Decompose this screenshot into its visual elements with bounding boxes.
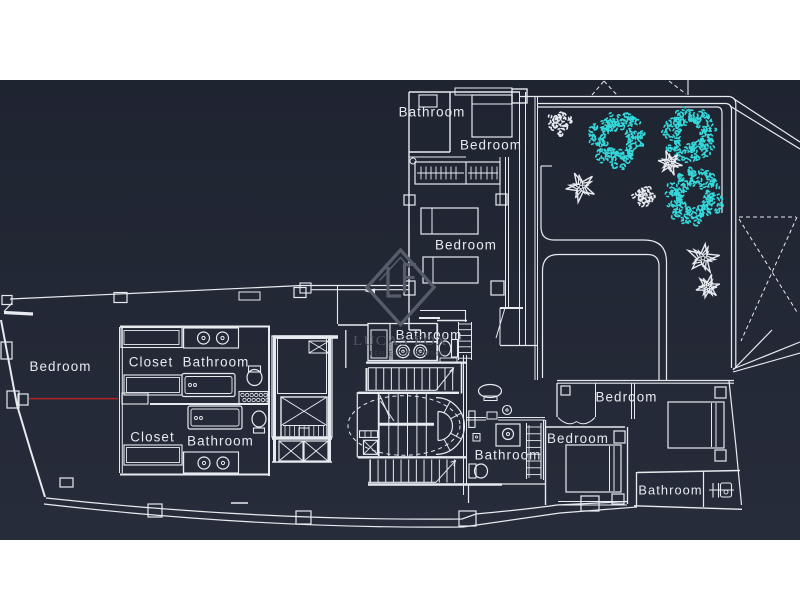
svg-text:Closet: Closet: [129, 355, 174, 370]
svg-text:Closet: Closet: [130, 430, 175, 445]
svg-text:Bathroom: Bathroom: [638, 483, 702, 498]
svg-text:Bedroom: Bedroom: [595, 390, 657, 405]
svg-text:Bathroom: Bathroom: [475, 448, 542, 463]
svg-text:Bedroom: Bedroom: [29, 359, 91, 374]
svg-text:Bathroom: Bathroom: [183, 355, 250, 370]
svg-text:Bathroom: Bathroom: [399, 105, 466, 120]
svg-text:Bedroom: Bedroom: [435, 238, 497, 253]
svg-text:Bedroom: Bedroom: [547, 431, 609, 446]
svg-text:LUCAS FOX: LUCAS FOX: [353, 334, 448, 349]
svg-text:Bathroom: Bathroom: [187, 434, 254, 449]
svg-text:Bedroom: Bedroom: [460, 138, 522, 153]
svg-text:Bathroom: Bathroom: [396, 328, 463, 343]
svg-text:REAL ESTATE ADVISORS: REAL ESTATE ADVISORS: [370, 351, 448, 358]
